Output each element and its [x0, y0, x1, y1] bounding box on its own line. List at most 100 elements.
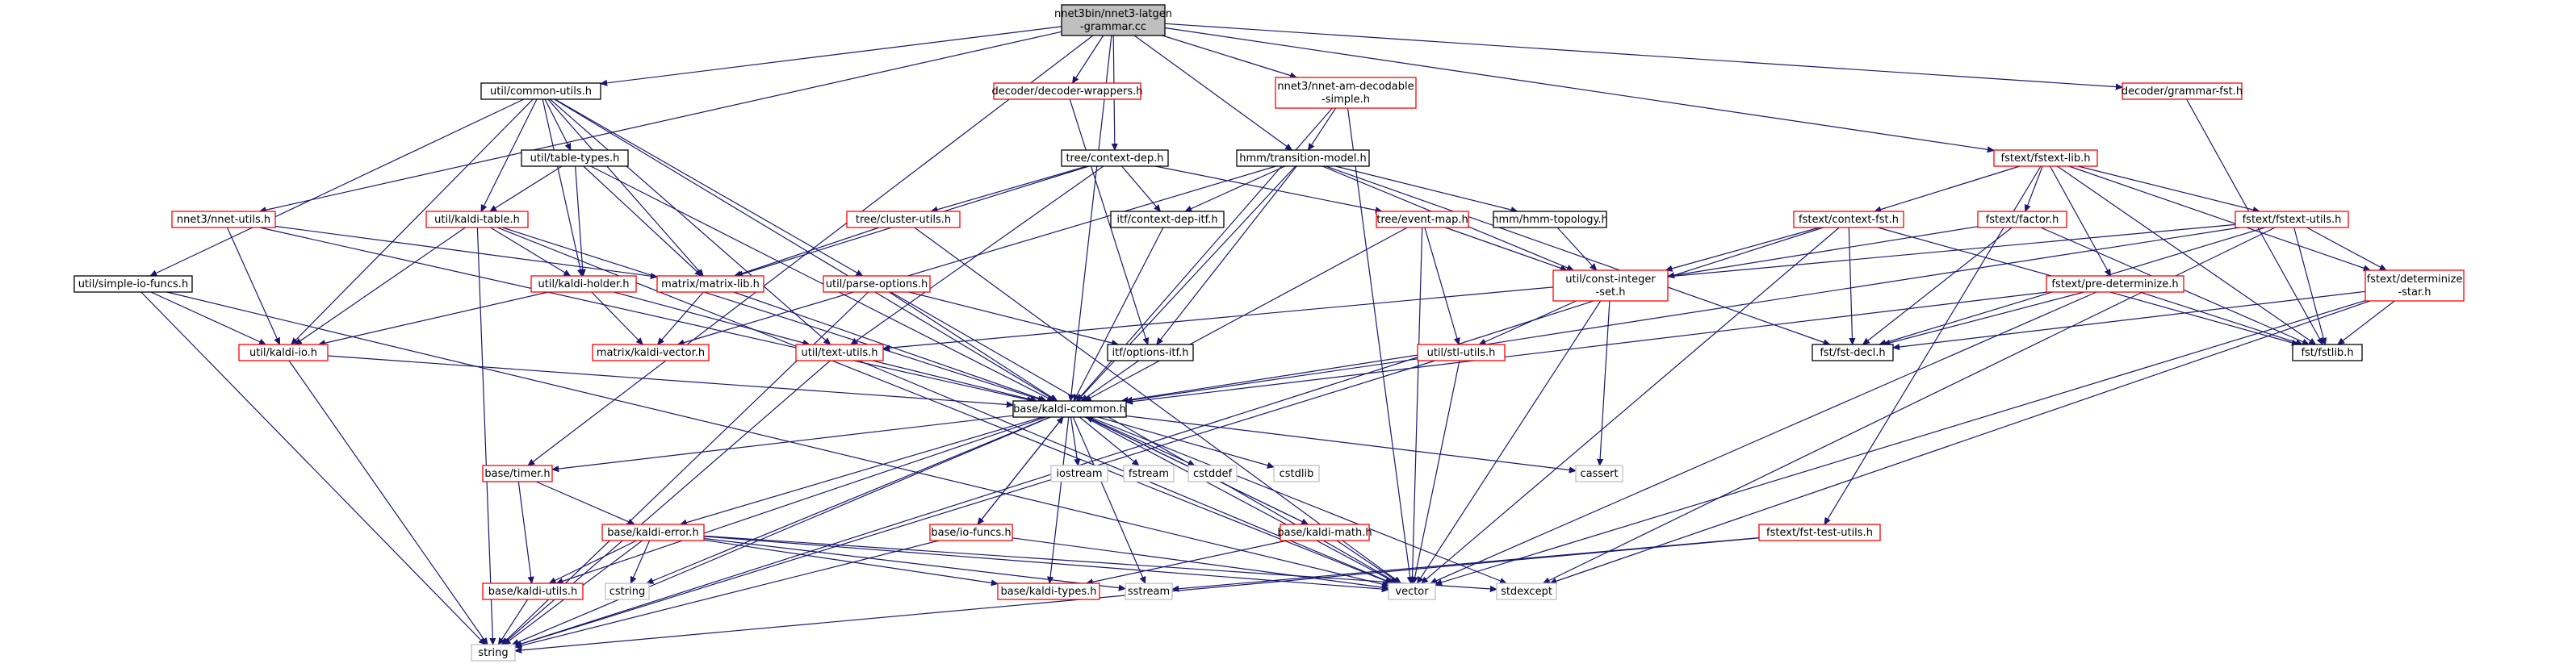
edge-kaldi-io-to-string [288, 360, 488, 645]
edge-kaldi-math-to-kaldi-types [1087, 540, 1288, 583]
node-label: fstext/factor.h [1986, 214, 2059, 226]
edge-nnet-utils-to-kaldi-io [226, 227, 281, 344]
node-fstext-lib[interactable]: fstext/fstext-lib.h [1993, 149, 2098, 167]
node-transition-model[interactable]: hmm/transition-model.h [1236, 149, 1370, 167]
node-box [482, 465, 553, 482]
node-label: -set.h [1596, 286, 1626, 299]
node-kaldi-common[interactable]: base/kaldi-common.h [1012, 400, 1127, 418]
node-box [2292, 344, 2363, 361]
node-box [1123, 465, 1175, 482]
node-factor[interactable]: fstext/factor.h [1977, 211, 2067, 228]
edge-timer-to-kaldi-utils [517, 481, 531, 583]
node-kaldi-vector[interactable]: matrix/kaldi-vector.h [592, 344, 710, 361]
edge-transition-model-to-kaldi-vector [678, 165, 1276, 344]
edge-pre-determinize-to-kaldi-common [1126, 291, 2048, 403]
node-cluster-utils[interactable]: tree/cluster-utils.h [846, 211, 961, 228]
node-context-dep[interactable]: tree/context-dep.h [1061, 149, 1169, 167]
node-kaldi-utils[interactable]: base/kaldi-utils.h [482, 582, 584, 600]
edge-context-fst-to-const-integer-set [1665, 227, 1820, 270]
node-fstlib[interactable]: fst/fstlib.h [2292, 344, 2363, 361]
node-box [521, 149, 629, 167]
node-matrix-lib[interactable]: matrix/matrix-lib.h [656, 275, 764, 293]
edge-kaldi-common-to-kaldi-error [681, 416, 1043, 524]
node-kaldi-holder[interactable]: util/kaldi-holder.h [530, 275, 637, 293]
node-kaldi-io[interactable]: util/kaldi-io.h [238, 344, 329, 361]
edge-table-types-to-kaldi-table [490, 165, 563, 211]
edge-stl-utils-to-kaldi-common [1125, 358, 1418, 401]
edge-simple-io-funcs-to-kaldi-io [150, 291, 266, 345]
node-timer[interactable]: base/timer.h [482, 465, 553, 482]
node-box [171, 211, 276, 228]
edge-fstext-utils-to-determinize-star [2306, 227, 2386, 271]
file-nodes: nnet3bin/nnet3-latgen-grammar.ccutil/com… [73, 4, 2465, 662]
edge-kaldi-common-to-cstring [647, 416, 1051, 583]
edge-fstext-lib-to-determinize-star [2068, 165, 2370, 270]
edge-pre-determinize-to-vector [1430, 291, 2097, 584]
node-kaldi-math[interactable]: base/kaldi-math.h [1277, 524, 1372, 541]
node-label: -grammar.cc [1080, 21, 1146, 33]
edge-root-to-nnet-utils [260, 31, 1062, 211]
node-box [480, 82, 601, 100]
edge-table-types-to-matrix-lib [583, 165, 702, 276]
node-context-fst[interactable]: fstext/context-fst.h [1793, 211, 1904, 228]
node-box [1977, 211, 2067, 228]
node-fst-test-utils[interactable]: fstext/fst-test-utils.h [1758, 524, 1881, 541]
node-context-dep-itf[interactable]: itf/context-dep-itf.h [1110, 211, 1225, 228]
node-box [1758, 524, 1881, 541]
edge-common-utils-to-kaldi-common [554, 98, 1057, 401]
node-pre-determinize[interactable]: fstext/pre-determinize.h [2046, 275, 2184, 293]
node-box [605, 582, 650, 600]
node-kaldi-error[interactable]: base/kaldi-error.h [601, 524, 705, 541]
node-label: util/simple-io-funcs.h [78, 278, 188, 290]
edge-fstext-utils-to-kaldi-common [1121, 227, 2240, 401]
node-box [2364, 269, 2465, 302]
node-table-types[interactable]: util/table-types.h [521, 149, 629, 167]
node-kaldi-table[interactable]: util/kaldi-table.h [425, 211, 529, 228]
node-label: util/stl-utils.h [1427, 347, 1496, 359]
edge-root-to-decoder-wrappers [1073, 35, 1104, 83]
node-box [929, 524, 1013, 541]
node-options-itf[interactable]: itf/options-itf.h [1107, 344, 1194, 361]
edge-kaldi-common-to-vector [1084, 416, 1397, 584]
node-event-map[interactable]: tree/event-map.h [1376, 211, 1469, 228]
edge-context-dep-to-event-map [1154, 165, 1382, 211]
edge-kaldi-error-to-sstream [703, 537, 1125, 589]
node-label: fstext/context-fst.h [1799, 214, 1899, 226]
node-nnet-utils[interactable]: nnet3/nnet-utils.h [171, 211, 276, 228]
node-box [471, 644, 516, 662]
edge-kaldi-error-to-vector [703, 536, 1389, 590]
node-parse-options[interactable]: util/parse-options.h [823, 275, 931, 293]
node-box [1061, 149, 1169, 167]
edge-kaldi-common-to-timer [552, 415, 1014, 470]
node-kaldi-types[interactable]: base/kaldi-types.h [997, 582, 1100, 600]
node-label: tree/event-map.h [1376, 214, 1468, 226]
edge-kaldi-table-to-kaldi-holder [490, 227, 571, 276]
edge-decoder-wrappers-to-options-itf [1069, 98, 1148, 344]
node-text-utils[interactable]: util/text-utils.h [795, 344, 884, 361]
node-stl-utils[interactable]: util/stl-utils.h [1417, 344, 1506, 361]
node-common-utils[interactable]: util/common-utils.h [480, 82, 601, 100]
node-decoder-wrappers[interactable]: decoder/decoder-wrappers.h [991, 82, 1143, 100]
node-determinize-star[interactable]: fstext/determinize-star.h [2364, 269, 2465, 302]
edge-common-utils-to-text-utils [550, 98, 830, 344]
node-const-integer-set[interactable]: util/const-integer-set.h [1552, 269, 1669, 302]
node-sstream: sstream [1125, 582, 1173, 600]
node-box [2046, 275, 2184, 293]
node-label: util/text-utils.h [802, 347, 878, 359]
node-am-decodable[interactable]: nnet3/nnet-am-decodable-simple.h [1275, 77, 1417, 109]
edge-io-funcs-to-string [515, 540, 940, 647]
edge-kaldi-error-to-stdexcept [703, 535, 1497, 589]
edge-stl-utils-to-vector [1414, 360, 1460, 583]
node-grammar-fst[interactable]: decoder/grammar-fst.h [2122, 82, 2243, 100]
node-stdexcept: stdexcept [1496, 582, 1557, 600]
node-hmm-topology[interactable]: hmm/hmm-topology.h [1492, 211, 1608, 228]
node-fst-decl[interactable]: fst/fst-decl.h [1812, 344, 1894, 361]
node-simple-io-funcs[interactable]: util/simple-io-funcs.h [73, 275, 193, 293]
node-cstddef: cstddef [1187, 465, 1238, 482]
edge-kaldi-error-to-kaldi-utils [549, 540, 637, 584]
node-box [1575, 465, 1623, 482]
node-box [1107, 344, 1194, 361]
node-fstext-utils[interactable]: fstext/fstext-utils.h [2235, 211, 2349, 228]
node-io-funcs[interactable]: base/io-funcs.h [929, 524, 1013, 541]
